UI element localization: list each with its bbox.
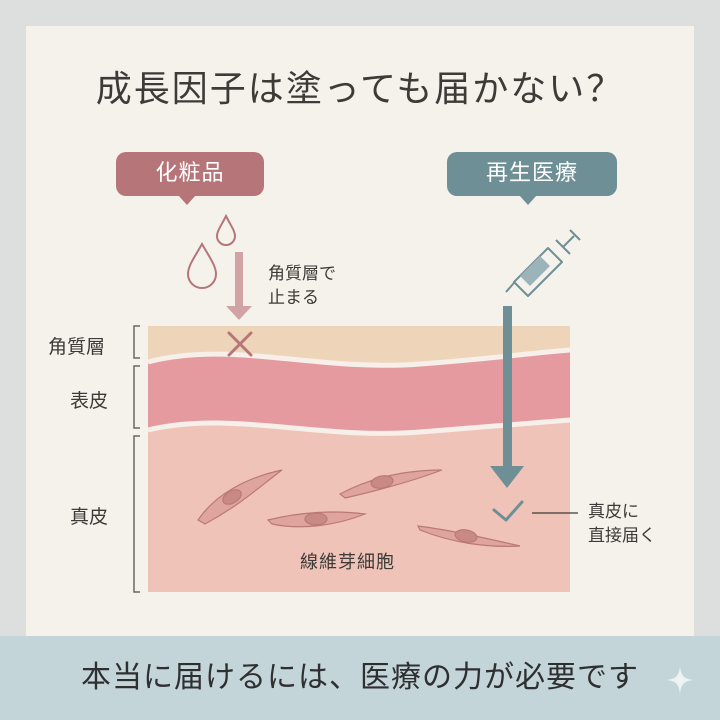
regenerative-medicine-label: 再生医療 <box>447 152 617 205</box>
page-title: 成長因子は塗っても届かない？ <box>95 69 625 110</box>
fibroblast-cell <box>266 511 368 528</box>
footer-banner: 本当に届けるには、医療の力が必要です <box>0 636 720 720</box>
stratum-corneum-label: 角質層 <box>48 336 106 358</box>
epidermis-layer <box>148 350 570 434</box>
cosmetics-arrow <box>235 252 243 308</box>
dermis-layer <box>148 420 570 592</box>
droplet-icon <box>186 213 237 289</box>
reaches-note-line1: 真皮に <box>588 502 639 522</box>
dermis-label: 真皮 <box>70 506 109 528</box>
footer-message: 本当に届けるには、医療の力が必要です <box>81 660 639 695</box>
stops-note-line2: 止まる <box>268 288 319 308</box>
fibroblast-cell <box>416 525 521 547</box>
reaches-note: 真皮に 直接届く <box>588 500 656 548</box>
reaches-note-line2: 直接届く <box>588 526 656 546</box>
check-mark-icon <box>492 500 524 522</box>
cosmetics-label: 化粧品 <box>116 152 264 205</box>
stops-note-line1: 角質層で <box>268 264 336 284</box>
regenerative-arrow <box>503 306 512 470</box>
fibroblast-label: 線維芽細胞 <box>300 552 395 573</box>
fibroblast-cell <box>338 469 443 499</box>
epidermis-label: 表皮 <box>70 390 109 412</box>
syringe-icon <box>505 229 581 297</box>
bracket-epidermis <box>133 365 140 429</box>
fibroblast-cell <box>197 469 283 525</box>
stops-note: 角質層で 止まる <box>268 262 336 310</box>
bracket-corneum <box>133 325 140 359</box>
cross-mark-icon <box>227 331 253 357</box>
sparkle-icon <box>666 666 694 694</box>
bracket-dermis <box>133 435 140 593</box>
